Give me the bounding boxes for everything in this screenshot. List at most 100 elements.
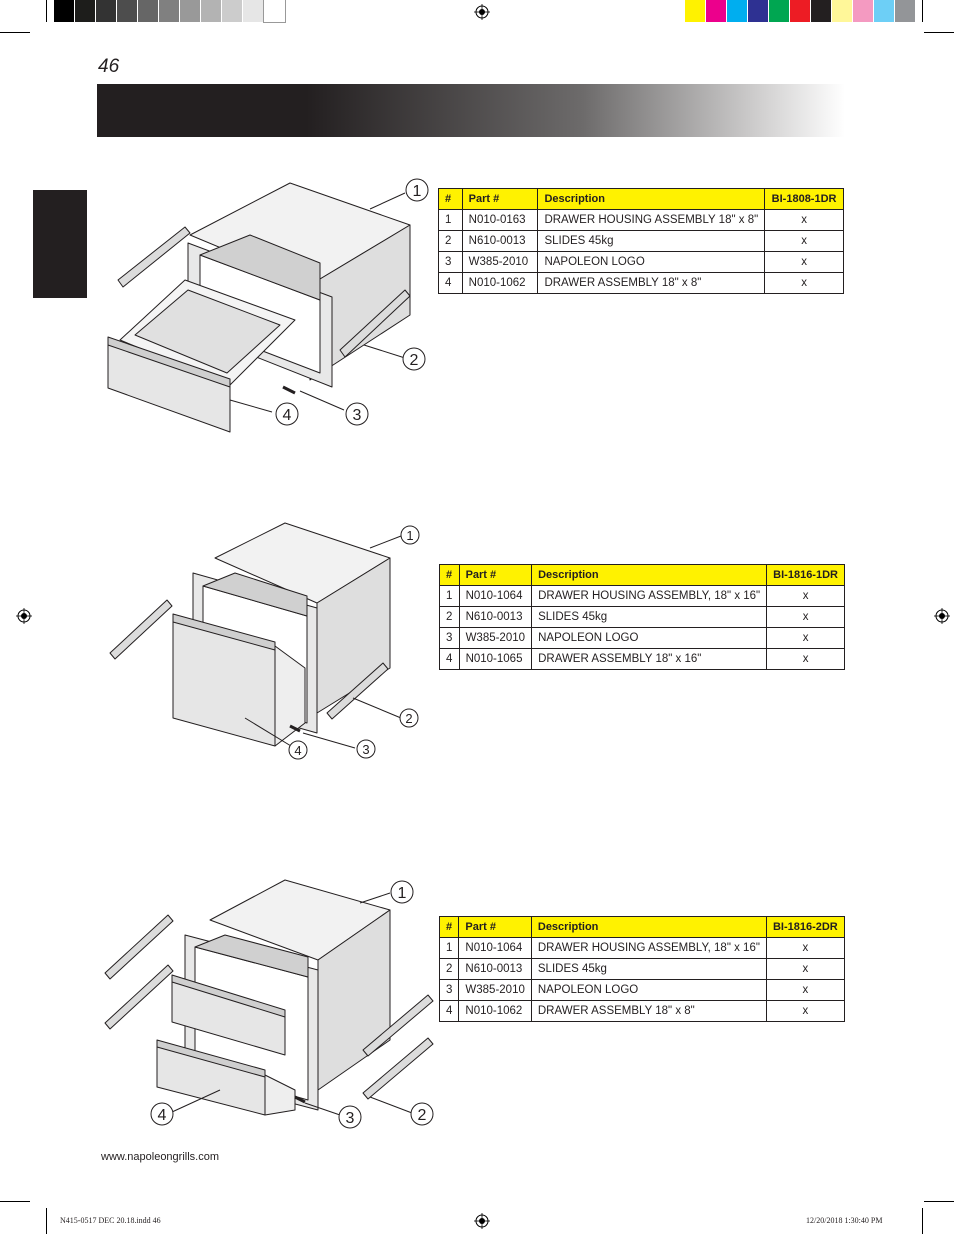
svg-text:4: 4 [158, 1107, 167, 1124]
col-num: # [439, 564, 460, 586]
cell-num: 3 [439, 627, 460, 649]
cell-qty: x [766, 627, 845, 649]
svg-text:4: 4 [283, 407, 292, 424]
col-num: # [438, 916, 460, 938]
cell-qty: x [766, 585, 845, 607]
gray-swatch [54, 0, 75, 22]
color-swatch [706, 0, 727, 22]
svg-text:2: 2 [418, 1107, 427, 1124]
cell-part: N010-0163 [461, 209, 539, 231]
registration-mark-icon [16, 608, 32, 624]
gray-swatch [138, 0, 159, 22]
cell-num: 4 [439, 648, 460, 670]
table-header-row: # Part # Description BI-1816-1DR [439, 564, 845, 586]
gray-swatch [243, 0, 264, 22]
cell-num: 1 [438, 937, 460, 959]
crop-mark-icon [46, 0, 47, 22]
callout-4: 4 [288, 740, 308, 760]
svg-text:3: 3 [346, 1110, 355, 1127]
svg-text:1: 1 [406, 528, 413, 543]
col-num: # [438, 188, 463, 210]
section-header-bar [97, 84, 845, 137]
color-swatch [748, 0, 769, 22]
cell-qty: x [765, 1000, 845, 1022]
cell-qty: x [764, 272, 844, 294]
callout-4: 4 [275, 402, 299, 426]
callout-4: 4 [150, 1102, 174, 1126]
cell-num: 3 [438, 979, 460, 1001]
crop-mark-icon [924, 32, 954, 33]
cell-part: W385-2010 [458, 627, 533, 649]
cell-num: 1 [438, 209, 463, 231]
cell-qty: x [764, 251, 844, 273]
cell-qty: x [765, 979, 845, 1001]
callout-1: 1 [405, 178, 429, 202]
cell-part: W385-2010 [458, 979, 532, 1001]
cell-description: DRAWER ASSEMBLY 18" x 8" [530, 1000, 767, 1022]
footer-website-url: www.napoleongrills.com [101, 1151, 219, 1163]
cell-description: SLIDES 45kg [530, 958, 767, 980]
cell-qty: x [766, 648, 845, 670]
exploded-diagram-bi-1808-1dr: 1 2 3 4 [107, 178, 429, 433]
svg-text:2: 2 [405, 711, 412, 726]
gray-swatch [180, 0, 201, 22]
crop-mark-icon [922, 0, 923, 22]
cell-description: DRAWER HOUSING ASSEMBLY, 18" x 16" [530, 937, 767, 959]
col-part: Part # [458, 916, 532, 938]
col-model: BI-1808-1DR [764, 188, 844, 210]
table-header-row: # Part # Description BI-1808-1DR [438, 188, 844, 210]
slug-file-info: N415-0517 DEC 20.18.indd 46 [60, 1216, 161, 1225]
cell-part: N010-1064 [458, 937, 532, 959]
gray-swatch [201, 0, 222, 22]
registration-mark-icon [934, 608, 950, 624]
gray-swatch [96, 0, 117, 22]
crop-mark-icon [46, 1208, 47, 1234]
cell-description: SLIDES 45kg [537, 230, 766, 252]
cell-part: N010-1064 [458, 585, 533, 607]
callout-1: 1 [400, 525, 420, 545]
color-swatch [874, 0, 895, 22]
callout-3: 3 [338, 1105, 362, 1129]
cell-num: 3 [438, 251, 463, 273]
callout-3: 3 [345, 402, 369, 426]
callout-3: 3 [356, 739, 376, 759]
color-swatch [811, 0, 832, 22]
table-header-row: # Part # Description BI-1816-2DR [438, 916, 845, 938]
cell-part: N010-1062 [458, 1000, 532, 1022]
gray-swatch [263, 0, 286, 23]
color-swatch [832, 0, 853, 22]
cell-num: 2 [438, 230, 463, 252]
crop-mark-icon [924, 1201, 954, 1202]
cell-part: N610-0013 [458, 958, 532, 980]
cell-num: 4 [438, 272, 463, 294]
cell-part: N010-1065 [458, 648, 533, 670]
svg-text:3: 3 [362, 742, 369, 757]
col-description: Description [537, 188, 766, 210]
color-swatch [853, 0, 874, 22]
crop-mark-icon [922, 1208, 923, 1234]
callout-2: 2 [402, 347, 426, 371]
gray-swatch [117, 0, 138, 22]
col-description: Description [531, 564, 768, 586]
cell-description: DRAWER ASSEMBLY 18" x 16" [531, 648, 768, 670]
cell-num: 4 [438, 1000, 460, 1022]
callout-2: 2 [399, 708, 419, 728]
cell-description: NAPOLEON LOGO [537, 251, 766, 273]
cell-part: W385-2010 [461, 251, 539, 273]
gray-swatch [159, 0, 180, 22]
page-number: 46 [98, 56, 120, 77]
cell-description: DRAWER ASSEMBLY 18" x 8" [537, 272, 766, 294]
